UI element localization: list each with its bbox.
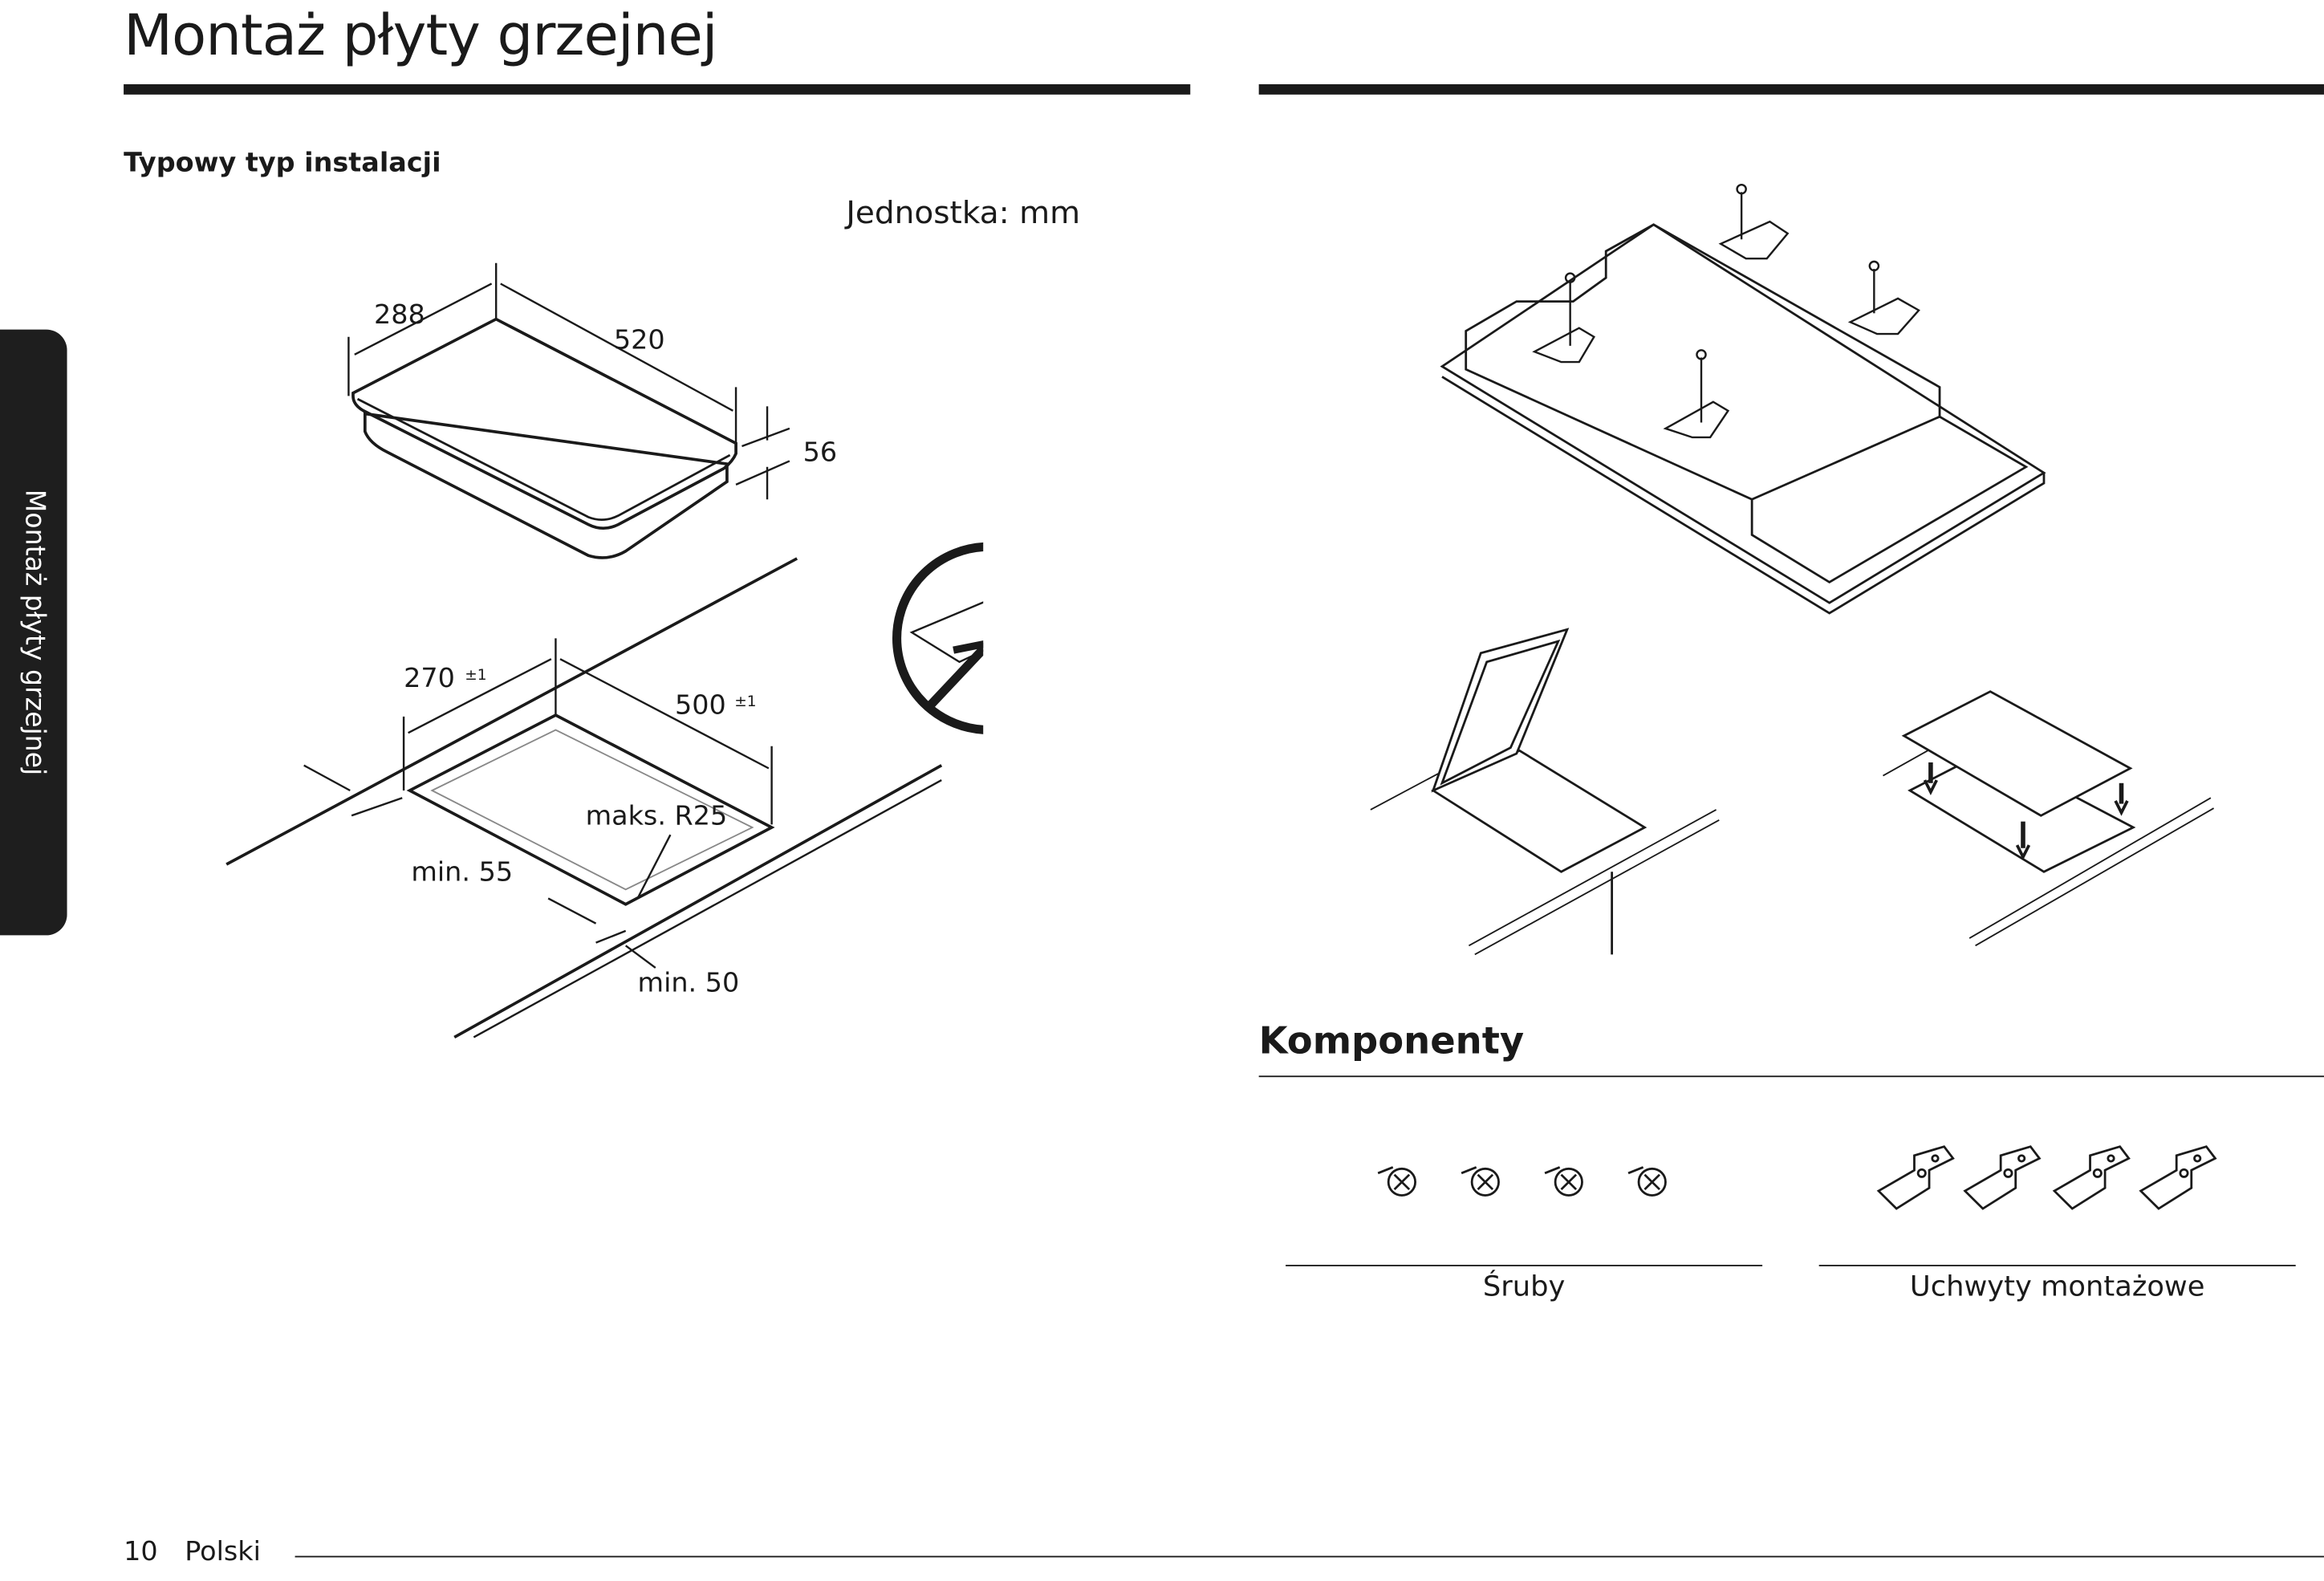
dim-hob-width: 520 xyxy=(614,324,665,356)
screw-icon xyxy=(1627,1166,1667,1197)
brackets-caption-rule xyxy=(1818,1264,2296,1266)
section-subtitle: Typowy typ instalacji xyxy=(124,148,441,179)
bracket-icon xyxy=(1876,1145,1955,1210)
bracket-icon xyxy=(2052,1145,2131,1210)
bracket-icon xyxy=(1963,1145,2042,1210)
screw-icon xyxy=(1377,1166,1416,1197)
hob-illustration xyxy=(351,317,737,559)
brackets-illustration xyxy=(1876,1145,2217,1210)
side-tab: Montaż płyty grzejnej xyxy=(0,329,67,936)
placing-step-illustration xyxy=(1883,690,2215,947)
page-number: 10 xyxy=(124,1536,158,1568)
worktop-illustration xyxy=(225,557,943,1039)
dim-cutout-width: 500 xyxy=(675,689,726,720)
mounting-steps-diagram xyxy=(1370,183,2215,956)
screws-illustration xyxy=(1377,1166,1667,1197)
screw-icon xyxy=(1461,1166,1500,1197)
page-title: Montaż płyty grzejnej xyxy=(124,2,717,68)
cutout-dimension-lines xyxy=(303,638,773,969)
dim-hob-height: 56 xyxy=(803,437,838,468)
components-title: Komponenty xyxy=(1258,1019,1525,1063)
dim-hob-depth: 288 xyxy=(374,299,425,330)
title-rule-right xyxy=(1258,83,2324,95)
hob-dimension-lines xyxy=(347,262,790,500)
prohibited-icon xyxy=(892,542,984,734)
screw-icon xyxy=(1544,1166,1583,1197)
dim-cutout-depth: 270 xyxy=(404,662,455,693)
bracket-screw-set xyxy=(1532,183,1920,439)
screws-caption: Śruby xyxy=(1482,1270,1566,1303)
footer-rule xyxy=(295,1555,2324,1558)
dim-min-front: min. 50 xyxy=(638,967,740,998)
brackets-caption: Uchwyty montażowe xyxy=(1909,1270,2205,1303)
hob-underside-illustration xyxy=(1440,223,2046,615)
dim-cutout-radius: maks. R25 xyxy=(586,799,728,831)
screws-caption-rule xyxy=(1286,1264,1763,1266)
side-tab-label: Montaż płyty grzejnej xyxy=(18,489,50,776)
dim-cutout-width-tol: ±1 xyxy=(734,693,756,710)
insertion-step-illustration xyxy=(1370,628,1720,956)
unit-label: Jednostka: mm xyxy=(846,195,1081,231)
title-rule-left xyxy=(124,83,1191,95)
footer-language: Polski xyxy=(185,1536,261,1568)
dim-min-side: min. 55 xyxy=(411,856,513,887)
dim-cutout-depth-tol: ±1 xyxy=(465,667,486,684)
components-rule xyxy=(1258,1075,2324,1078)
bracket-icon xyxy=(2139,1145,2217,1210)
installation-dimensions-diagram: 288 520 56 270 ±1 500 ±1 maks. R25 min. … xyxy=(225,262,984,1039)
